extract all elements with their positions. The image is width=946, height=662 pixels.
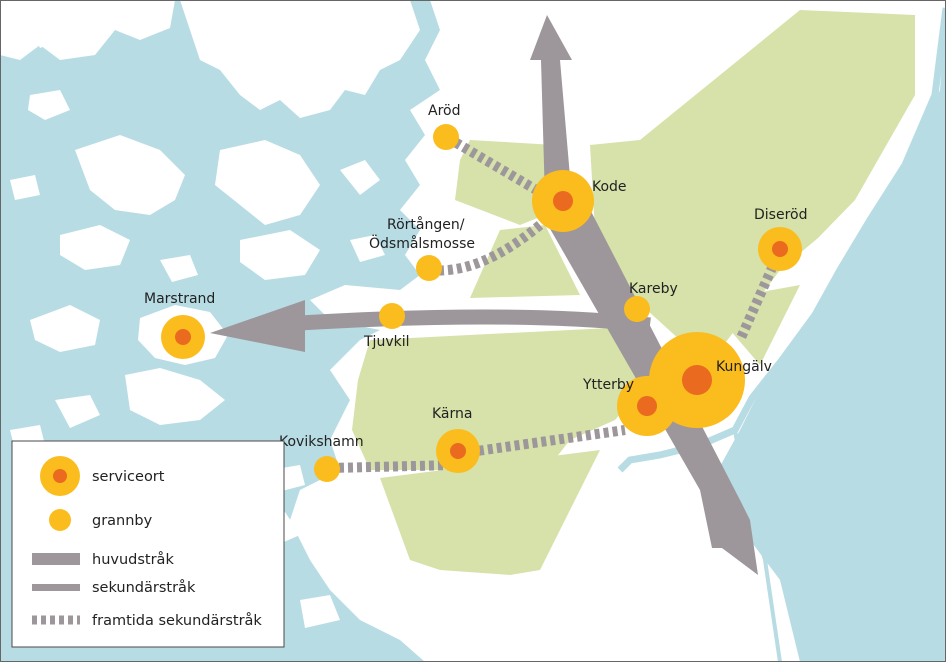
serviceort-markers xyxy=(161,170,802,473)
islands xyxy=(0,0,420,450)
sekundarstrak-route xyxy=(210,300,651,352)
label-kovikshamn: Kovikshamn xyxy=(279,434,364,450)
label-marstrand: Marstrand xyxy=(144,291,215,307)
marker-ytterby xyxy=(617,376,677,436)
label-rortangen-2: Ödsmålsmosse xyxy=(369,234,475,252)
legend-framtida: framtida sekundärstråk xyxy=(92,612,262,629)
legend-huvudstrak: huvudstråk xyxy=(92,551,174,568)
label-rortangen-1: Rörtången/ xyxy=(387,216,465,233)
marker-kovikshamn xyxy=(314,456,340,482)
marker-kareby xyxy=(624,296,650,322)
label-karna: Kärna xyxy=(432,406,472,422)
marker-tjuvkil xyxy=(379,303,405,329)
legend-serviceort: serviceort xyxy=(92,469,165,485)
label-arod: Aröd xyxy=(428,103,460,119)
label-kungalv: Kungälv xyxy=(716,359,772,375)
river-south xyxy=(733,429,782,662)
label-kareby: Kareby xyxy=(629,281,678,297)
label-diserod: Diseröd xyxy=(754,207,807,223)
marker-kode xyxy=(532,170,594,232)
legend-grannby: grannby xyxy=(92,513,153,529)
label-ytterby: Ytterby xyxy=(582,377,634,393)
label-tjuvkil: Tjuvkil xyxy=(363,334,410,350)
marker-diserod xyxy=(758,227,802,271)
legend-sekundarstrak: sekundärstråk xyxy=(92,579,196,596)
marker-marstrand xyxy=(161,315,205,359)
place-labels: Aröd Kode Rörtången/ Ödsmålsmosse Diserö… xyxy=(144,103,807,450)
legend: serviceort grannby huvudstråk sekundärst… xyxy=(11,440,285,648)
grannby-markers xyxy=(314,124,650,482)
marker-karna xyxy=(436,429,480,473)
label-kode: Kode xyxy=(592,179,627,195)
green-areas xyxy=(352,10,915,575)
marker-arod xyxy=(433,124,459,150)
river xyxy=(617,7,946,473)
marker-rortangen xyxy=(416,255,442,281)
